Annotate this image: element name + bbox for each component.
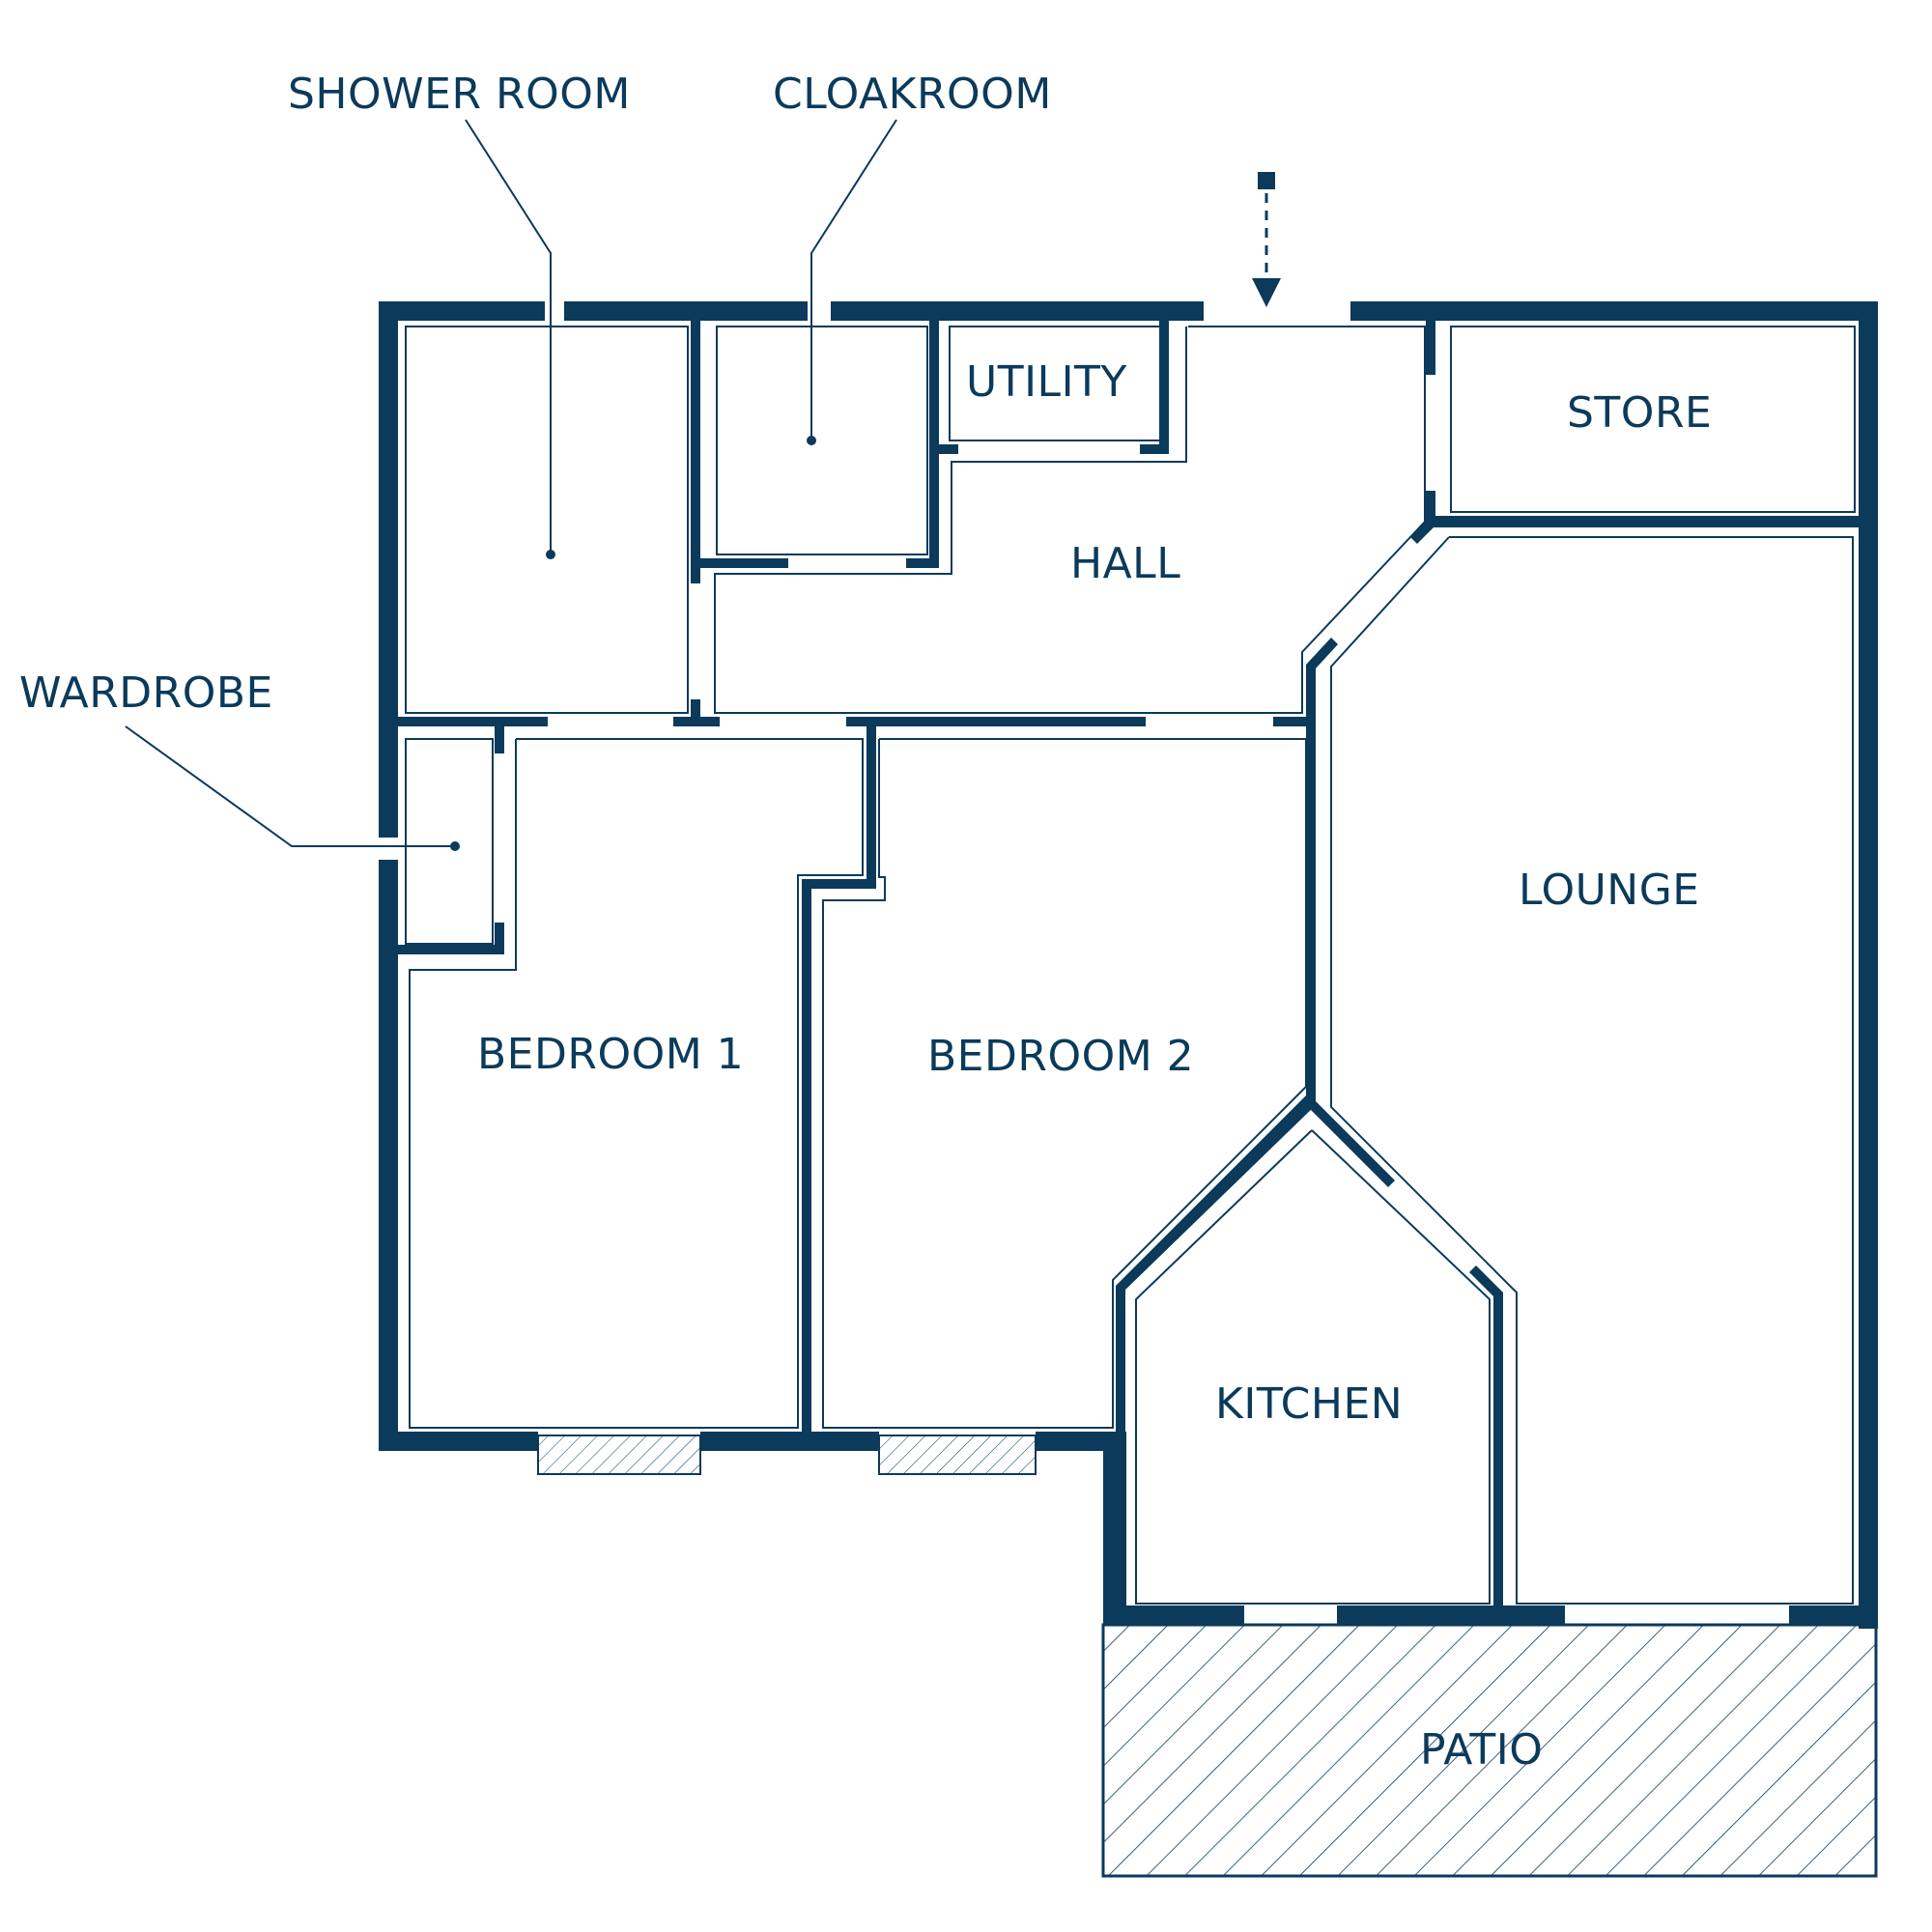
- label-utility: UTILITY: [966, 357, 1127, 407]
- inner-outlines: [405, 326, 1856, 1605]
- label-bedroom-1: BEDROOM 1: [477, 1030, 744, 1079]
- label-lounge: LOUNGE: [1519, 866, 1700, 915]
- walls: [379, 301, 1878, 1629]
- wardrobe-leader: [125, 725, 460, 851]
- entrance-arrow-icon: [1252, 172, 1281, 307]
- cloakroom-leader: [807, 119, 897, 445]
- patio-area: [1101, 1623, 1878, 1878]
- shower-room-leader: [465, 119, 555, 559]
- label-store: STORE: [1567, 388, 1712, 438]
- label-patio: PATIO: [1420, 1725, 1543, 1775]
- label-bedroom-2: BEDROOM 2: [927, 1032, 1194, 1081]
- bedroom-2-window: [878, 1435, 1037, 1475]
- label-kitchen: KITCHEN: [1215, 1379, 1403, 1429]
- bedroom-1-window: [537, 1435, 701, 1475]
- label-wardrobe: WARDROBE: [19, 668, 273, 718]
- label-cloakroom: CLOAKROOM: [773, 70, 1052, 119]
- label-hall: HALL: [1070, 539, 1180, 588]
- label-shower-room: SHOWER ROOM: [288, 70, 631, 119]
